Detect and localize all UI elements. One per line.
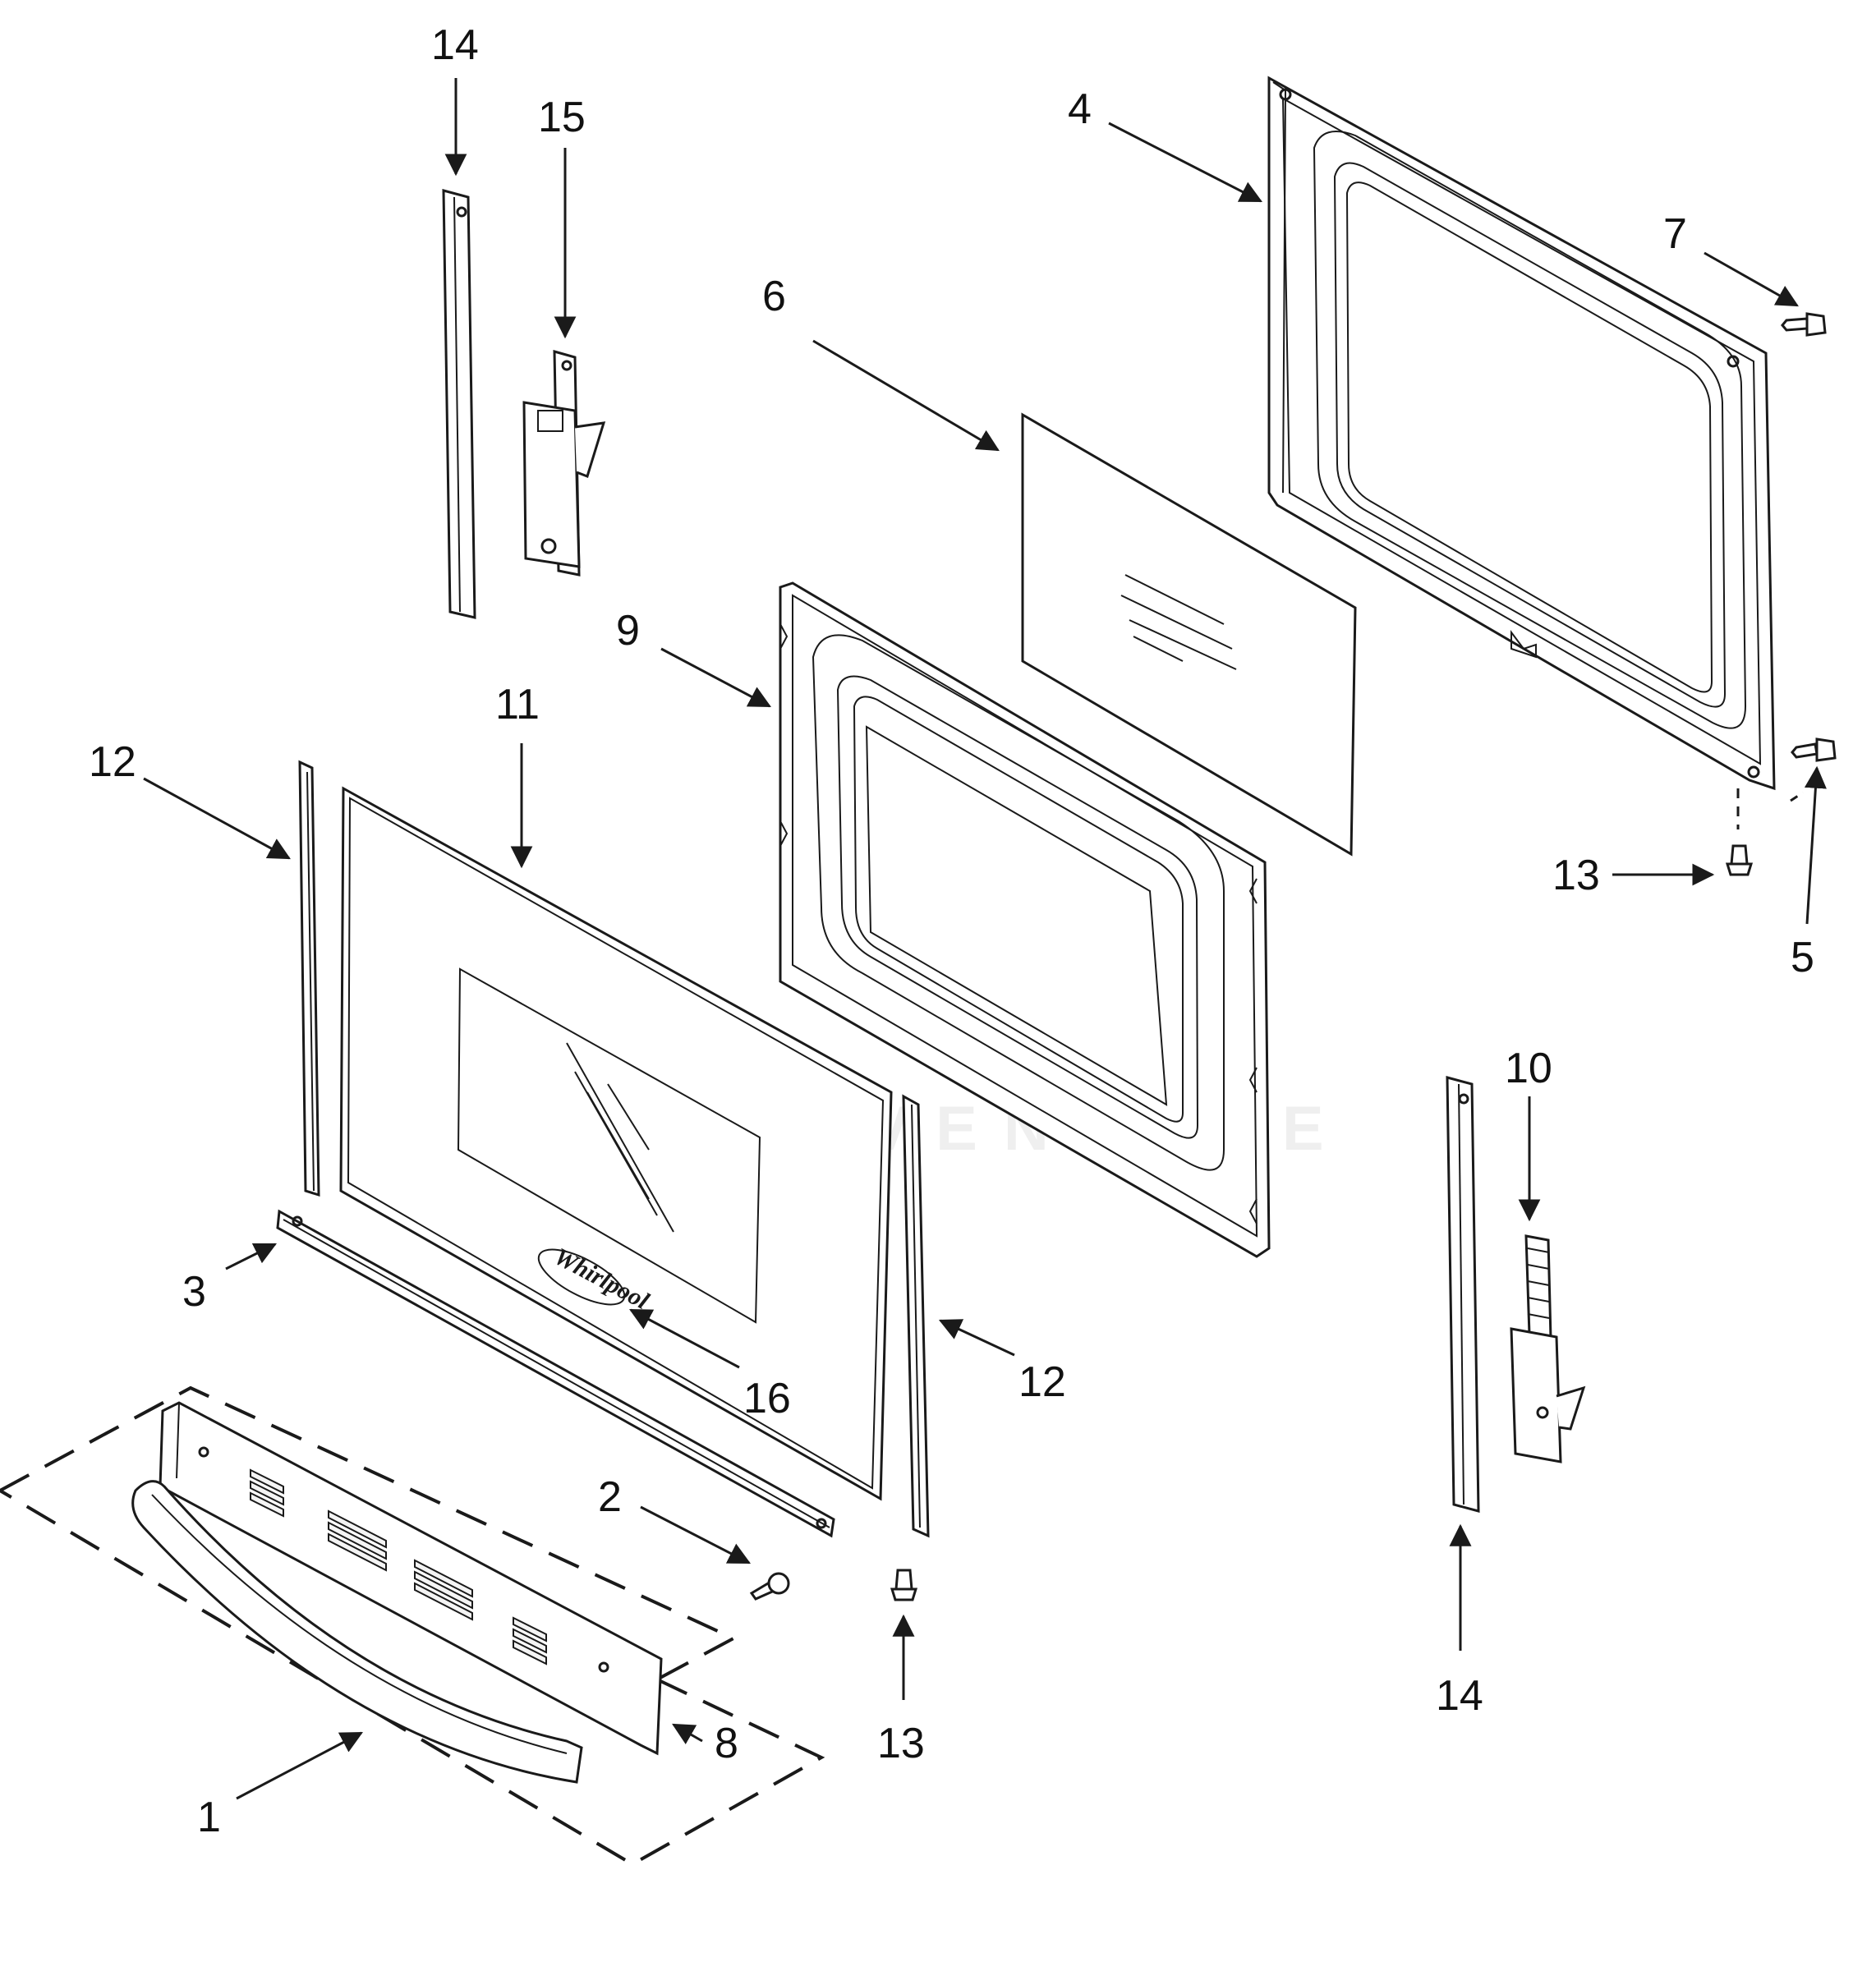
callout-3: 3 [182,1268,206,1316]
leader-8 [672,1723,703,1745]
callout-8: 8 [715,1720,738,1767]
callout-13-top: 13 [1552,852,1600,899]
leader-12-left [143,777,291,860]
part-6-glass-pane [1021,412,1357,857]
leader-12-right [938,1319,1015,1357]
callout-14-bottom: 14 [1436,1672,1483,1720]
leader-2 [640,1505,752,1564]
callout-labels: 14 15 4 7 6 9 11 12 13 5 10 3 16 12 2 14… [89,21,1814,1841]
leader-arrows [143,78,1827,1800]
callout-16: 16 [743,1375,791,1422]
leader-1 [236,1731,363,1800]
part-11-outer-door-panel: Whirlpool [339,786,893,1501]
part-4-inner-door-liner [1267,76,1776,791]
part-8-handle-trim-plate [159,1401,663,1756]
leader-16 [629,1308,740,1369]
part-14-hinge-channel-left [442,189,476,619]
part-13-screw-bottom [890,1569,918,1601]
part-12-side-trim-left [298,760,320,1197]
part-15-hinge [522,350,606,577]
part-13-screw-top [1725,844,1754,876]
part-5-screw [1791,737,1837,762]
callout-1: 1 [197,1794,221,1841]
callout-12-right: 12 [1018,1358,1066,1406]
leader-7 [1704,251,1799,307]
callout-9: 9 [616,607,640,655]
callout-12-left: 12 [89,738,136,786]
part-14-hinge-channel-right [1446,1076,1480,1513]
leader-5 [1804,765,1827,925]
leader-3 [225,1243,278,1270]
part-9-door-frame [779,581,1271,1258]
callout-15: 15 [538,94,586,141]
part-1-handle [131,1480,583,1784]
callout-14-top: 14 [431,21,479,69]
callout-6: 6 [762,273,786,320]
leader-9 [660,647,771,708]
leader-4 [1108,122,1263,203]
callout-7: 7 [1663,210,1687,258]
callout-5: 5 [1791,934,1814,981]
part-7-screw [1781,312,1827,337]
callout-13-bottom: 13 [877,1720,925,1767]
callout-4: 4 [1068,85,1092,133]
callout-2: 2 [598,1473,622,1521]
part-3-bottom-vent-strip [276,1209,835,1538]
part-12-side-trim-right [902,1094,930,1538]
callout-11: 11 [495,681,540,728]
callout-10: 10 [1505,1045,1552,1092]
leader-6 [812,339,1000,452]
part-2-screw [749,1572,790,1601]
part-10-hinge-spring [1510,1234,1586,1463]
